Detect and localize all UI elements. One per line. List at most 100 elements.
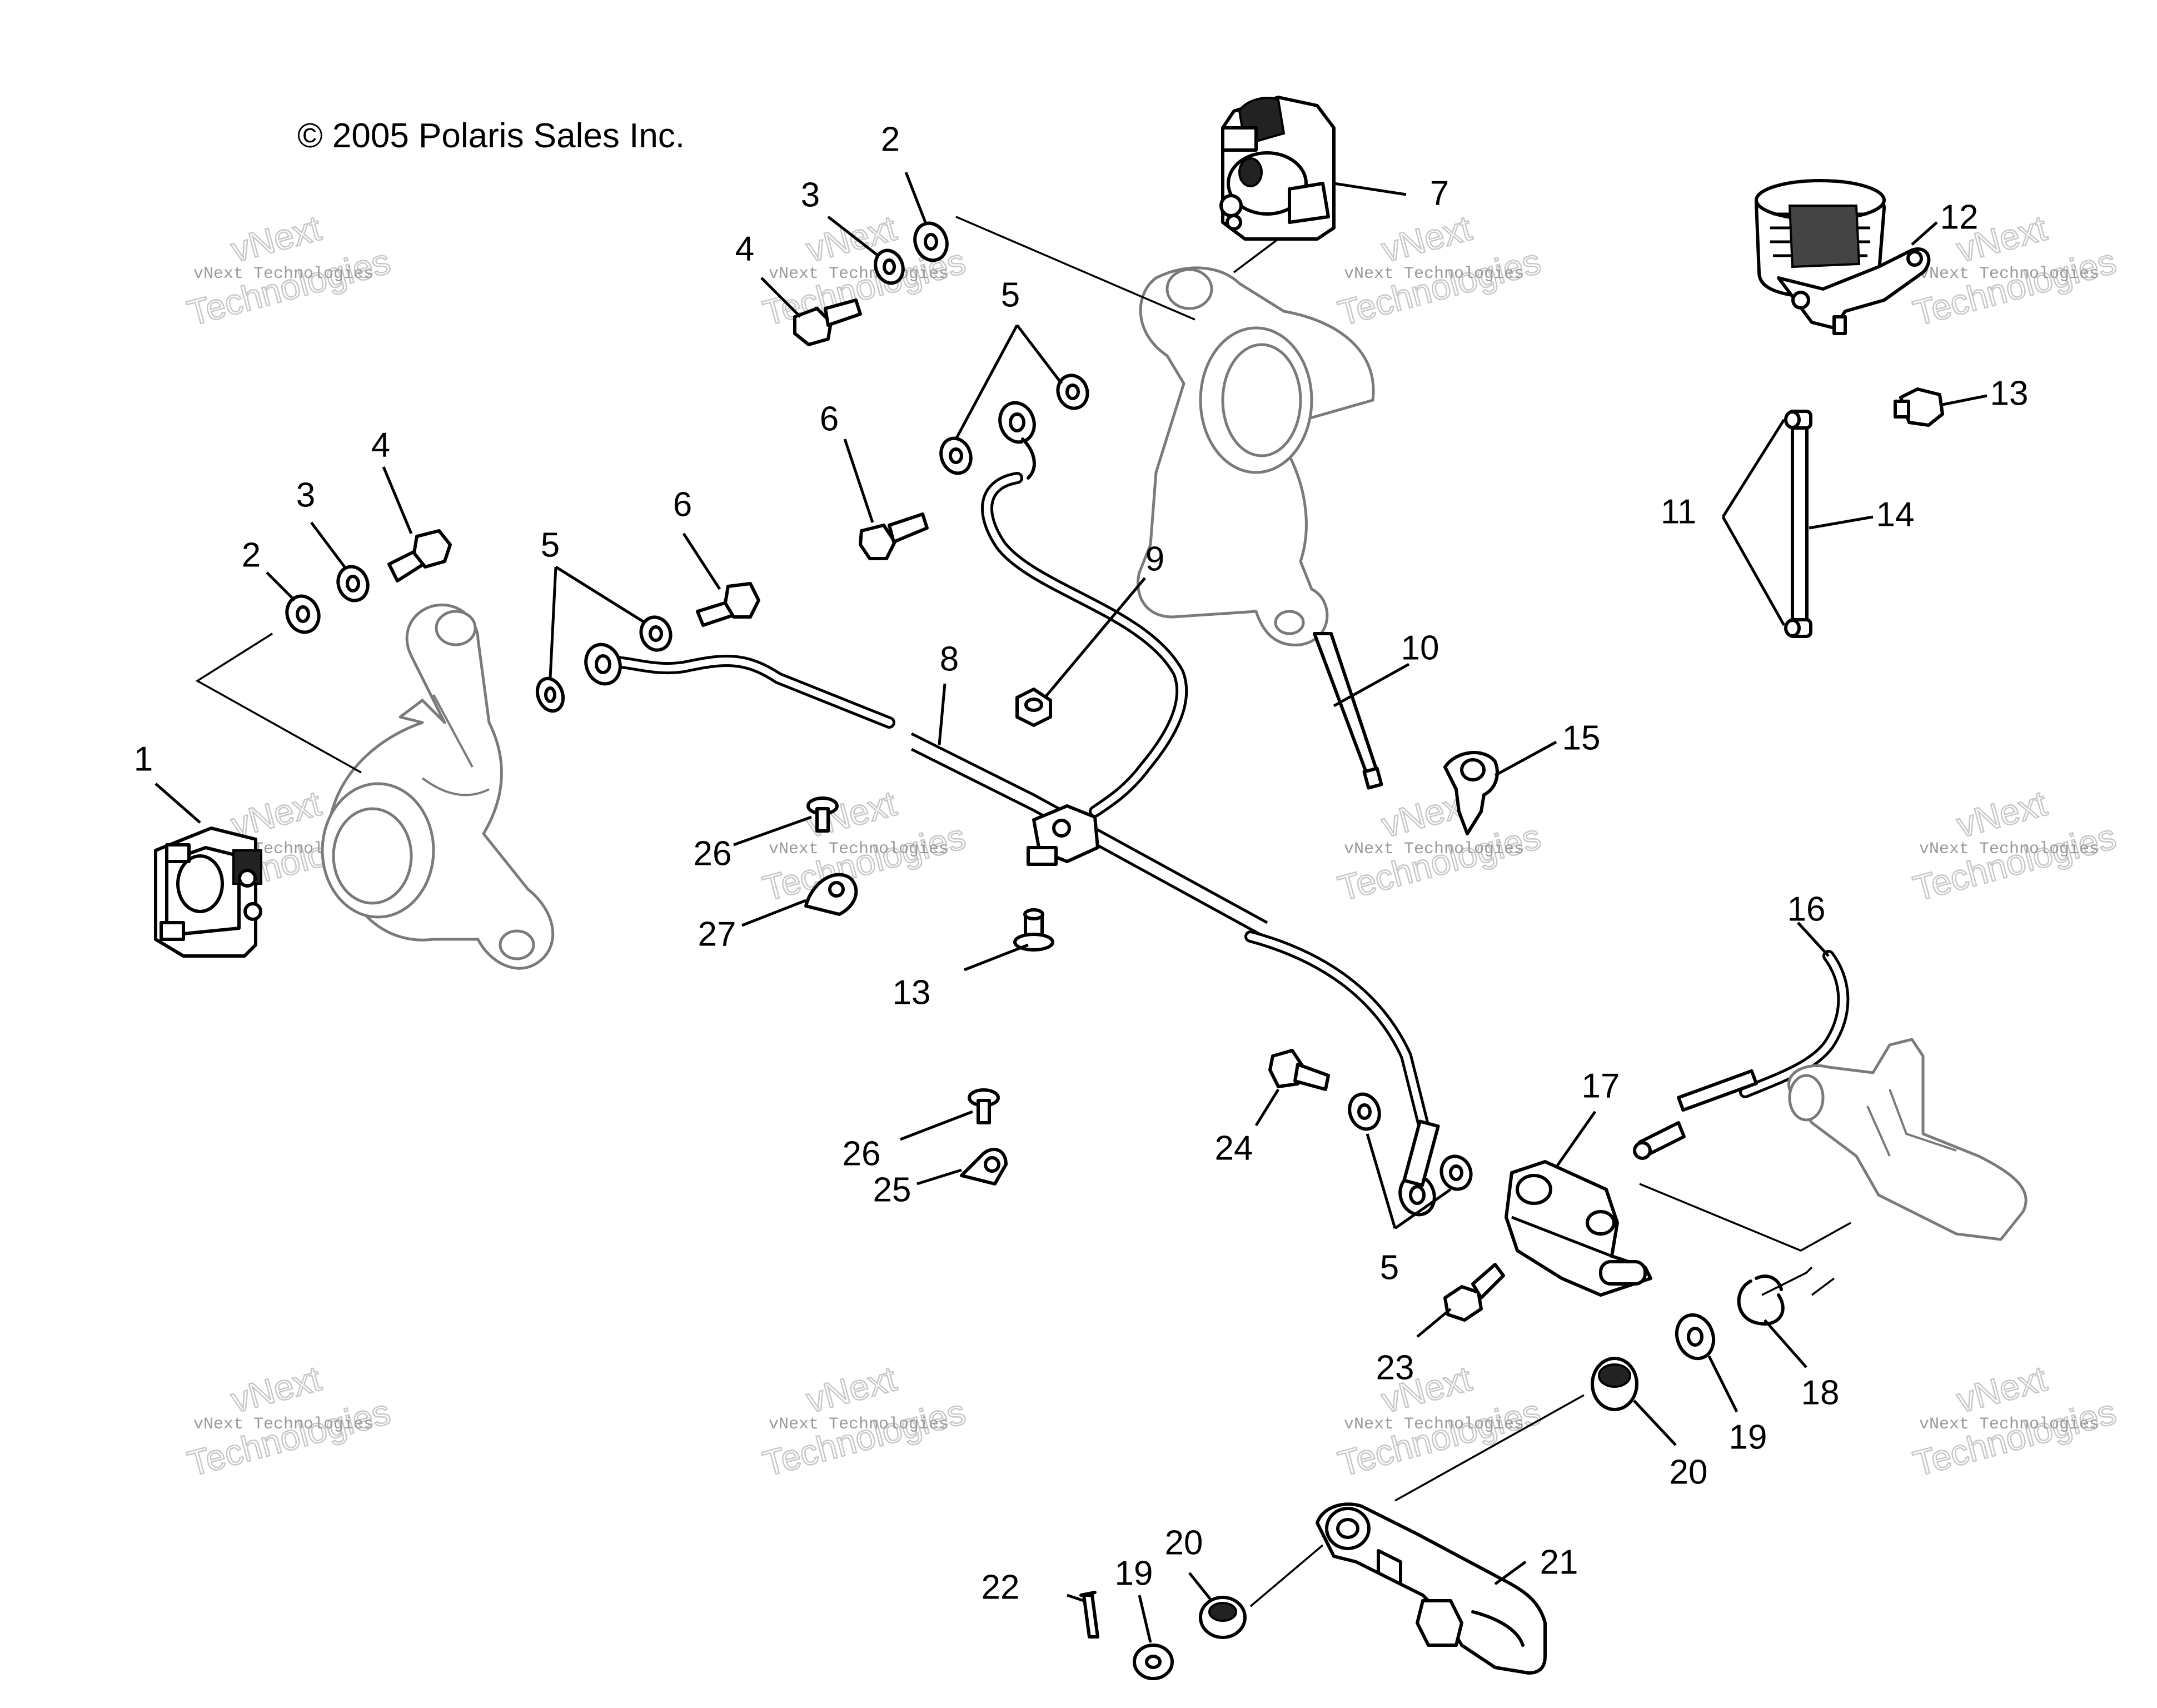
- watermark-small: vNext Technologies: [1344, 1415, 1524, 1434]
- washer-2-left: [285, 594, 321, 634]
- watermark: vNext Technologies vNext Technologies: [1909, 783, 2121, 910]
- watermark: vNext Technologies vNext Technologies: [183, 1358, 395, 1485]
- callout-12: 12: [1940, 198, 1979, 236]
- copyright-text: © 2005 Polaris Sales Inc.: [297, 117, 685, 155]
- callout-17: 17: [1582, 1067, 1620, 1105]
- watermark-small: vNext Technologies: [193, 1415, 373, 1434]
- pedal-mount-bracket: [1787, 1038, 2028, 1241]
- nut-9: [1015, 688, 1052, 727]
- callout-13: 13: [893, 973, 931, 1012]
- callout-15: 15: [1562, 719, 1601, 757]
- watermark-small: vNext Technologies: [769, 1415, 949, 1434]
- callout-8: 8: [940, 640, 959, 678]
- brake-cable-16: [1633, 950, 1850, 1160]
- washer-19-right: [1675, 1313, 1716, 1361]
- bolt-4-left: [387, 529, 452, 582]
- clamp-27: [804, 873, 858, 916]
- rear-master-cylinder: [1505, 1160, 1652, 1297]
- leader-lines: [155, 172, 1987, 1643]
- callout-19: 19: [1115, 1554, 1153, 1592]
- callout-11: 11: [1661, 492, 1696, 531]
- left-brake-caliper: [154, 826, 262, 958]
- callout-4: 4: [735, 230, 754, 268]
- callout-3: 3: [296, 476, 315, 514]
- brake-pedal-21: [1316, 1502, 1547, 1675]
- brake-line-main: [589, 472, 1429, 1129]
- callout-2: 2: [881, 120, 900, 158]
- watermark-small: vNext Technologies: [1344, 840, 1524, 859]
- cotter-pin-22: [1079, 1591, 1099, 1639]
- banjo-fitting-bottom: [1398, 1119, 1440, 1217]
- bushing-20-right: [1591, 1357, 1638, 1411]
- watermark-small: vNext Technologies: [769, 265, 949, 283]
- banjo-fitting-top: [998, 401, 1036, 480]
- callout-9: 9: [1145, 540, 1164, 578]
- right-hub-housing: [1137, 266, 1375, 646]
- callout-4: 4: [371, 426, 390, 464]
- left-hub-housing: [321, 604, 555, 970]
- callout-14: 14: [1876, 495, 1915, 534]
- clip-15: [1443, 751, 1499, 835]
- hose-clamp-upper: [1784, 410, 1812, 430]
- vent-tube: [1791, 421, 1809, 630]
- callout-labels: 1 2 3 4 5 6 2 3 4 5 6 7 8 9 10 11 12 13 …: [134, 120, 2029, 1606]
- washer-5-bottom-a: [1348, 1092, 1381, 1131]
- callout-20: 20: [1670, 1453, 1708, 1491]
- washer-19-left: [1133, 1644, 1174, 1680]
- spring-clip-18: [1737, 1274, 1785, 1326]
- callout-26: 26: [843, 1134, 881, 1173]
- watermark: vNext Technologies vNext Technologies: [1333, 1358, 1546, 1485]
- brake-line-junction-block: [1027, 804, 1099, 866]
- screw-26-lower: [968, 1088, 1000, 1124]
- watermark-small: vNext Technologies: [1919, 1415, 2099, 1434]
- bolt-4-top: [793, 298, 862, 346]
- watermark: vNext Technologies vNext Technologies: [758, 1358, 970, 1485]
- callout-27: 27: [698, 915, 736, 953]
- watermark: vNext Technologies vNext Technologies: [183, 207, 395, 335]
- bolt-6-top: [859, 512, 929, 560]
- washer-5-top-a: [939, 436, 973, 475]
- callout-19: 19: [1729, 1418, 1767, 1456]
- callout-3: 3: [801, 176, 820, 214]
- assembly-lines: [195, 216, 1851, 1607]
- washer-5-bottom-b: [1439, 1154, 1473, 1191]
- callout-5: 5: [541, 526, 560, 564]
- watermark: vNext Technologies vNext Technologies: [1333, 783, 1546, 910]
- watermark-small: vNext Technologies: [1919, 840, 2099, 859]
- washer-3-left: [336, 565, 370, 602]
- bolt-13-upper: [1894, 387, 1944, 427]
- watermark: vNext Technologies vNext Technologies: [1333, 207, 1546, 335]
- upper-brake-caliper: [1219, 96, 1336, 241]
- washer-5-top-b: [1056, 374, 1089, 410]
- screw-26-upper: [806, 796, 839, 833]
- watermark: vNext Technologies vNext Technologies: [758, 783, 970, 910]
- washer-5-left-b: [639, 615, 672, 652]
- callout-6: 6: [673, 485, 692, 524]
- washer-5-left-a: [535, 676, 565, 713]
- callout-5: 5: [1380, 1248, 1399, 1287]
- watermark-small: vNext Technologies: [1919, 265, 2099, 283]
- pin-10: [1313, 632, 1383, 790]
- reservoir-grill: [1770, 205, 1870, 268]
- clamp-25: [960, 1147, 1008, 1186]
- callout-21: 21: [1540, 1543, 1578, 1581]
- watermark-small: vNext Technologies: [193, 265, 373, 283]
- callout-7: 7: [1430, 174, 1449, 212]
- callout-22: 22: [982, 1568, 1020, 1606]
- callout-10: 10: [1401, 629, 1439, 667]
- banjo-fitting-left: [584, 643, 622, 686]
- washer-2-top: [913, 221, 949, 262]
- watermark-small: vNext Technologies: [769, 840, 949, 859]
- callout-23: 23: [1376, 1348, 1414, 1387]
- callout-24: 24: [1215, 1129, 1253, 1167]
- callout-18: 18: [1801, 1373, 1840, 1412]
- callout-6: 6: [820, 400, 839, 438]
- callout-1: 1: [134, 740, 153, 778]
- callout-2: 2: [242, 536, 261, 574]
- callout-16: 16: [1787, 890, 1826, 928]
- washer-3-top: [874, 248, 905, 285]
- callout-13: 13: [1990, 374, 2029, 412]
- bolt-23: [1443, 1263, 1505, 1322]
- watermark-small: vNext Technologies: [1344, 265, 1524, 283]
